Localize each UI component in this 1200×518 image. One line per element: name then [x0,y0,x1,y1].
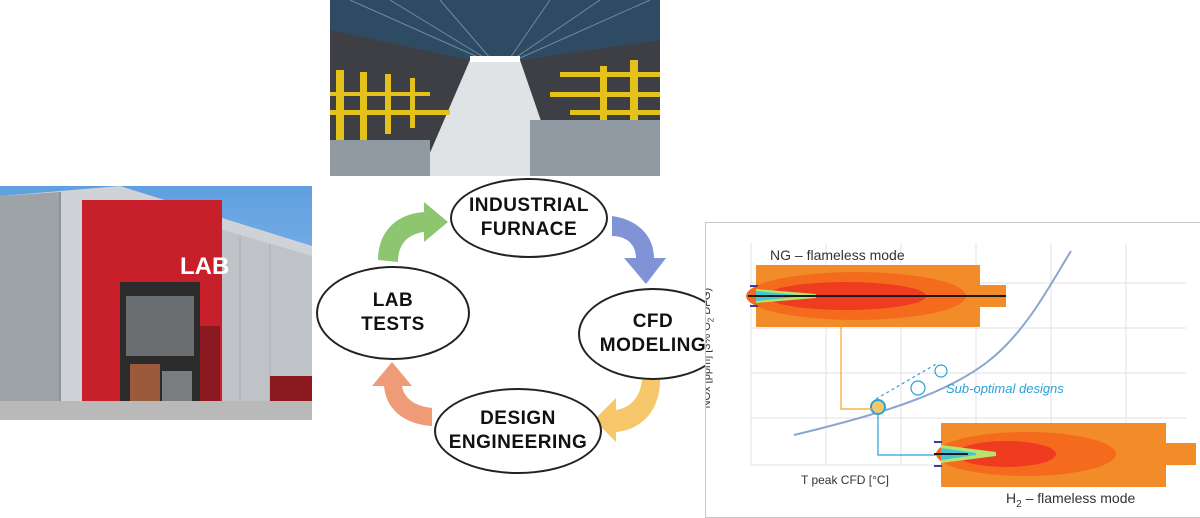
sub-optimal-markers [875,362,948,400]
node-lab-tests-line1: LAB [372,290,414,311]
node-industrial-furnace-line2: FURNACE [480,219,578,240]
nox-chart [746,243,1196,487]
node-cfd-modeling-line2: MODELING [599,335,707,356]
node-lab-tests: LAB TESTS [316,266,470,360]
industrial-hall-illustration [330,0,660,176]
node-design-engineering-line2: ENGINEERING [448,432,588,453]
lab-sign-text: LAB [180,253,229,280]
y-axis-label: NOx [ppm] [3% O2 DFG) [705,287,716,409]
arrow-design-to-lab [372,362,432,426]
node-lab-tests-line2: TESTS [361,314,425,335]
h2-leader-line [877,415,938,456]
node-design-engineering-line1: DESIGN [480,408,556,429]
node-design-engineering: DESIGN ENGINEERING [434,388,602,474]
industrial-hall-photo [330,0,660,176]
node-cfd-modeling-line1: CFD [632,311,674,332]
arrow-furnace-to-cfd [612,216,666,284]
ng-flame-contour [746,265,1006,327]
node-industrial-furnace-line1: INDUSTRIAL [468,195,590,216]
x-axis-label: T peak CFD [°C] [801,473,889,487]
ng-leader-line [840,323,872,410]
arrow-lab-to-furnace [378,202,448,262]
lab-building-illustration: LAB [0,186,312,420]
optimal-design-marker [870,399,886,415]
cycle-diagram [372,202,666,442]
nox-curve [793,250,1072,436]
nox-chart-panel: NG – flameless mode H2 – flameless mode … [705,222,1200,518]
ng-title: NG – flameless mode [770,247,905,263]
sub-optimal-label: Sub-optimal designs [946,381,1064,396]
node-industrial-furnace: INDUSTRIAL FURNACE [450,178,608,258]
h2-flame-contour [934,423,1196,487]
lab-building-photo: LAB [0,186,312,420]
arrow-cfd-to-design [594,380,660,442]
node-cfd-modeling: CFD MODELING [578,288,728,380]
h2-title: H2 – flameless mode [1006,490,1136,510]
